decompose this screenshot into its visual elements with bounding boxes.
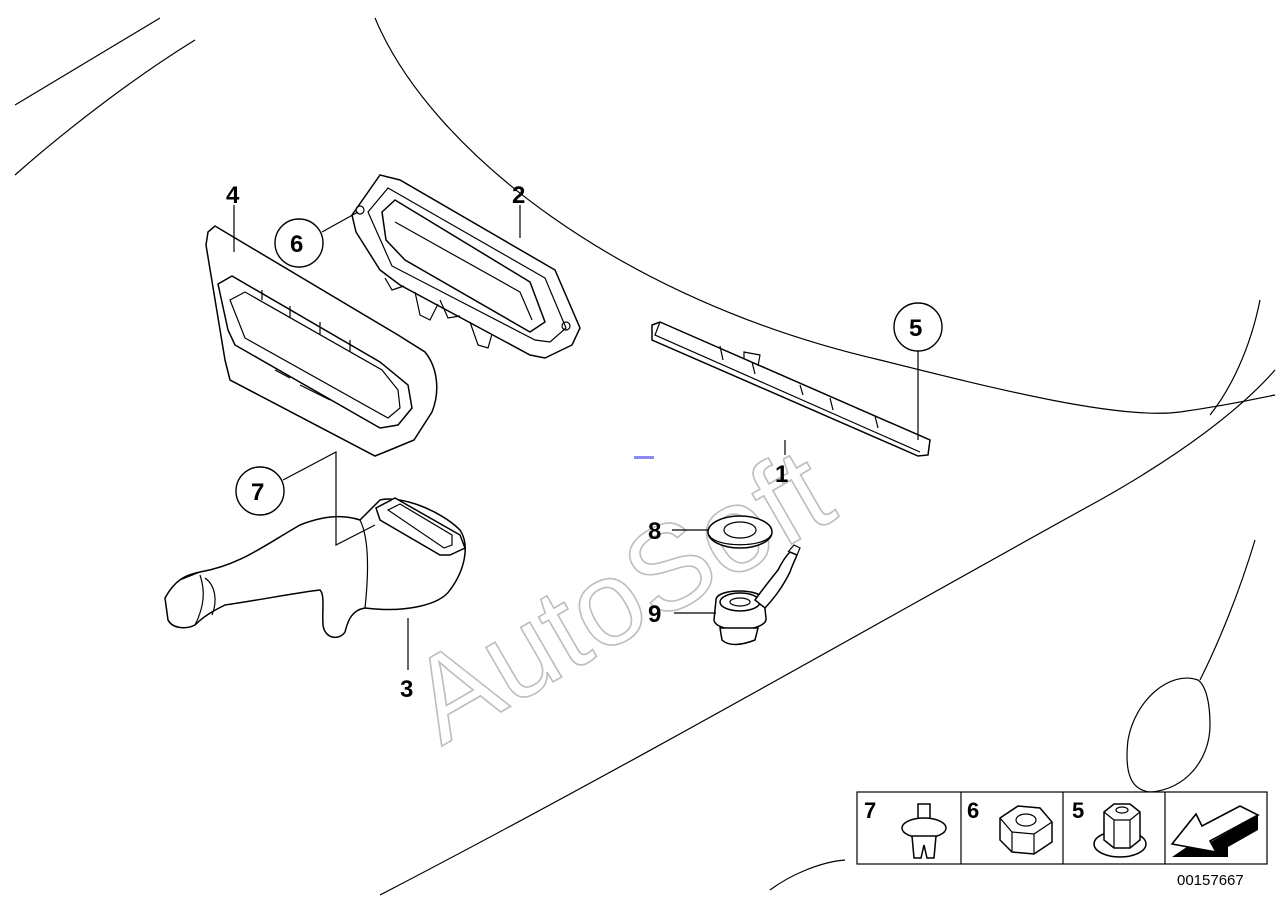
callout-4: 4 <box>226 182 240 209</box>
callout-7-circle <box>235 466 285 516</box>
part-2-air-duct-frame <box>351 174 581 359</box>
callout-2: 2 <box>512 182 525 209</box>
part-4-air-duct-frame <box>205 225 438 457</box>
flange-nut-icon <box>1093 803 1147 858</box>
callout-9: 9 <box>648 601 661 628</box>
diagram-id: 00157667 <box>1177 872 1244 889</box>
part-8-washer <box>707 515 773 549</box>
callout-5: 5 <box>909 315 922 342</box>
callout-3: 3 <box>400 676 413 703</box>
part-1-support-bar <box>651 321 931 457</box>
vehicle-outline <box>14 17 1276 896</box>
callout-6: 6 <box>290 231 303 258</box>
part-9-grommet <box>713 544 801 646</box>
callout-5-circle <box>893 302 943 352</box>
watermark-mark <box>634 456 654 459</box>
callout-6-circle <box>274 218 324 268</box>
legend-label-6: 6 <box>967 798 979 823</box>
legend-label-7: 7 <box>864 798 876 823</box>
callout-8: 8 <box>648 518 661 545</box>
direction-arrow-icon <box>1170 805 1260 857</box>
part-3-lower-duct <box>164 497 466 639</box>
leader-lines <box>233 205 919 670</box>
callouts: 1 2 3 4 5 6 7 8 9 <box>226 182 943 703</box>
hex-nut-icon <box>999 805 1053 855</box>
callout-1: 1 <box>775 461 788 488</box>
push-rivet-icon <box>901 803 947 859</box>
callout-7: 7 <box>251 479 264 506</box>
legend-label-5: 5 <box>1072 798 1084 823</box>
fastener-legend: 7 6 5 <box>856 791 1268 865</box>
